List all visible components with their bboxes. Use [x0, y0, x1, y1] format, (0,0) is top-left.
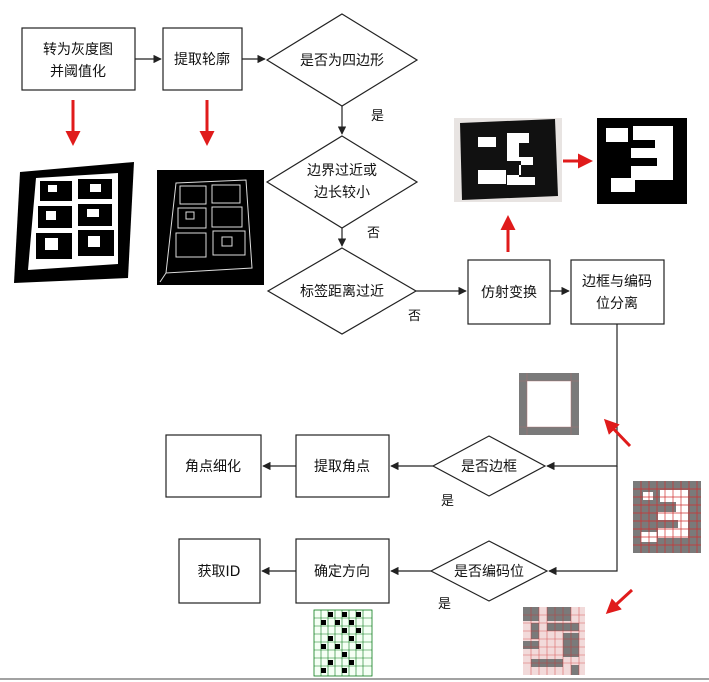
is-quad-diamond: 是否为四边形	[265, 13, 419, 107]
orientation-label: 确定方向	[314, 564, 370, 580]
edge-check-diamond: 边界过近或 边长较小	[265, 135, 419, 229]
edge-check-line2: 边长较小	[314, 185, 370, 201]
label-yes-quad: 是	[371, 109, 384, 124]
label-yes-border: 是	[441, 494, 454, 509]
gray-threshold-line2: 并阈值化	[50, 64, 106, 80]
border-grid-image	[519, 373, 579, 435]
red-arrows	[65, 100, 634, 615]
gray-threshold-box: 转为灰度图 并阈值化	[21, 27, 136, 91]
red-arrow-5	[603, 418, 632, 448]
is-border-label: 是否边框	[461, 459, 517, 475]
warped-tag-image	[454, 118, 562, 202]
code-cells-image	[523, 607, 585, 675]
affine-label: 仿射变换	[481, 284, 537, 301]
red-arrow-6	[605, 588, 634, 615]
extract-corners-box: 提取角点	[295, 434, 390, 498]
label-no-distance: 否	[408, 309, 421, 324]
connectors	[135, 54, 618, 576]
tag-distance-label: 标签距离过近	[300, 283, 384, 300]
contour-image	[157, 170, 264, 285]
separate-box: 边框与编码 位分离	[570, 259, 665, 325]
separate-line2: 位分离	[596, 295, 638, 312]
code-grid-image	[633, 481, 701, 553]
extract-contour-box: 提取轮廓	[162, 27, 243, 91]
get-id-box: 获取ID	[178, 538, 261, 604]
separate-line1: 边框与编码	[582, 274, 652, 290]
corner-refine-box: 角点细化	[165, 434, 262, 498]
is-code-diamond: 是否编码位	[429, 540, 549, 602]
edge-check-line1: 边界过近或	[307, 163, 377, 179]
label-no-edge: 否	[367, 226, 380, 241]
affine-box: 仿射变换	[467, 259, 551, 325]
gray-threshold-line1: 转为灰度图	[43, 42, 113, 58]
label-yes-code: 是	[438, 597, 451, 612]
thresholded-image	[14, 162, 134, 283]
is-code-label: 是否编码位	[454, 564, 524, 580]
get-id-label: 获取ID	[198, 564, 241, 580]
is-quad-label: 是否为四边形	[300, 53, 384, 69]
is-border-diamond: 是否边框	[431, 435, 547, 497]
binary-matrix-image	[313, 609, 373, 677]
binarized-tag-image	[597, 118, 687, 204]
orientation-box: 确定方向	[295, 538, 390, 604]
arrow-separate-to-code	[548, 466, 618, 576]
tag-distance-diamond: 标签距离过近	[266, 247, 418, 335]
corner-refine-label: 角点细化	[185, 459, 241, 475]
extract-corners-label: 提取角点	[314, 459, 370, 475]
extract-contour-label: 提取轮廓	[174, 51, 230, 68]
